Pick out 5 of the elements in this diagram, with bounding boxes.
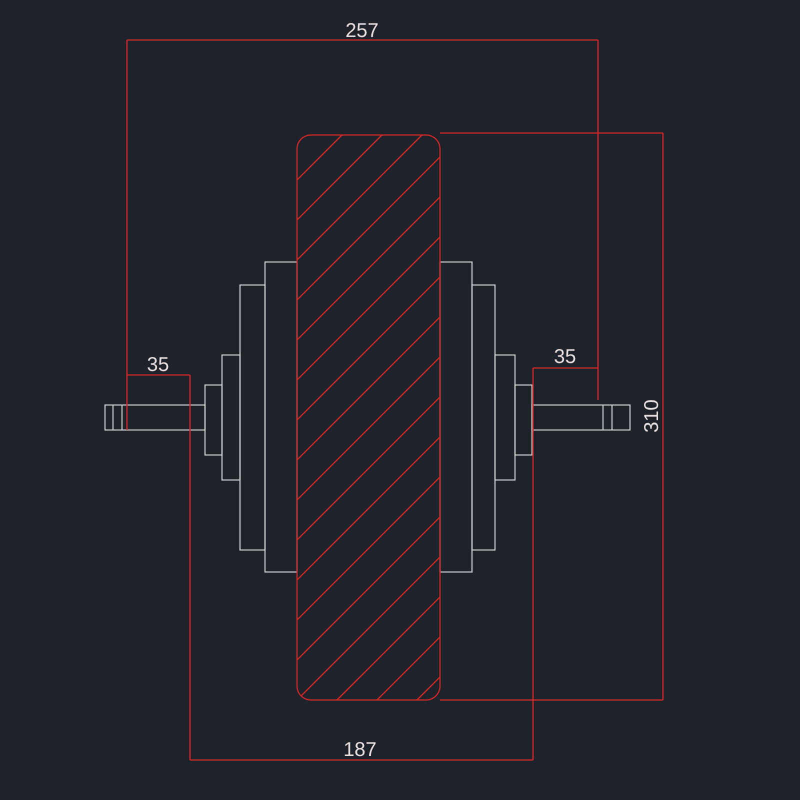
dimension-value: 257 bbox=[345, 21, 379, 41]
dimension-value: 187 bbox=[343, 740, 377, 760]
dimension-value: 35 bbox=[554, 347, 576, 367]
dimension-value: 310 bbox=[642, 399, 662, 433]
dimension-value: 35 bbox=[146, 355, 170, 375]
